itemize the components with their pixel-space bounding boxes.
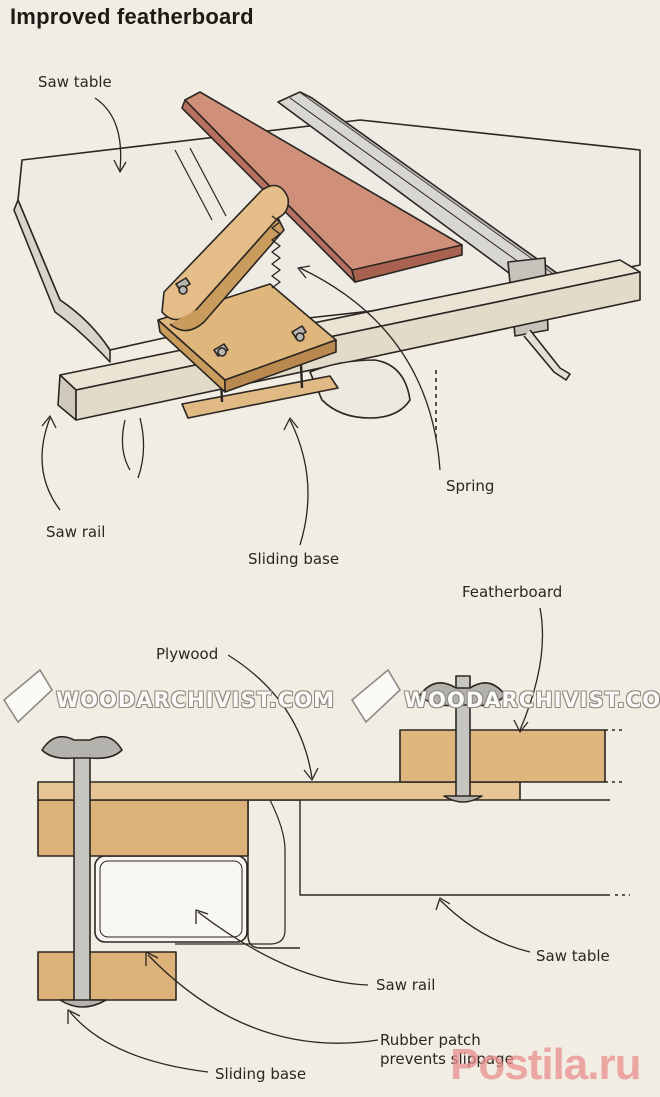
label-sliding-base-bottom: Sliding base — [215, 1065, 307, 1083]
label-spring: Spring — [446, 477, 495, 495]
watermark-text-right: WOODARCHIVIST.COM — [404, 688, 660, 712]
sliding-base-plank — [181, 375, 339, 419]
diagram-title: Improved featherboard — [10, 4, 254, 29]
label-rubber-patch-line1: Rubber patch — [380, 1031, 481, 1049]
plywood-strip — [37, 781, 521, 801]
cross-section-drawing — [37, 607, 630, 1073]
saw-rail-section — [94, 855, 248, 943]
watermark-logo-left — [2, 668, 54, 724]
label-featherboard: Featherboard — [462, 583, 563, 601]
label-saw-table-bottom: Saw table — [536, 947, 610, 965]
watermark-logo-right — [350, 668, 402, 724]
featherboard-arm — [161, 184, 290, 321]
spring — [271, 215, 281, 289]
left-wood-block — [37, 799, 249, 857]
label-saw-rail-top: Saw rail — [46, 523, 106, 541]
watermark-logos — [2, 668, 402, 724]
label-sliding-base-top: Sliding base — [248, 550, 340, 568]
saw-table-section — [248, 799, 610, 896]
brand-watermark: Postila.ru — [450, 1040, 641, 1089]
label-plywood: Plywood — [156, 645, 219, 663]
top-perspective-drawing — [13, 91, 641, 546]
label-saw-table-top: Saw table — [38, 73, 112, 91]
label-rubber-patch-line2: prevents slippage — [380, 1050, 514, 1068]
label-saw-rail-bottom: Saw rail — [376, 976, 436, 994]
sliding-base-block — [37, 951, 177, 1001]
watermark-text-left: WOODARCHIVIST.COM — [56, 688, 335, 712]
featherboard-block — [399, 729, 606, 783]
